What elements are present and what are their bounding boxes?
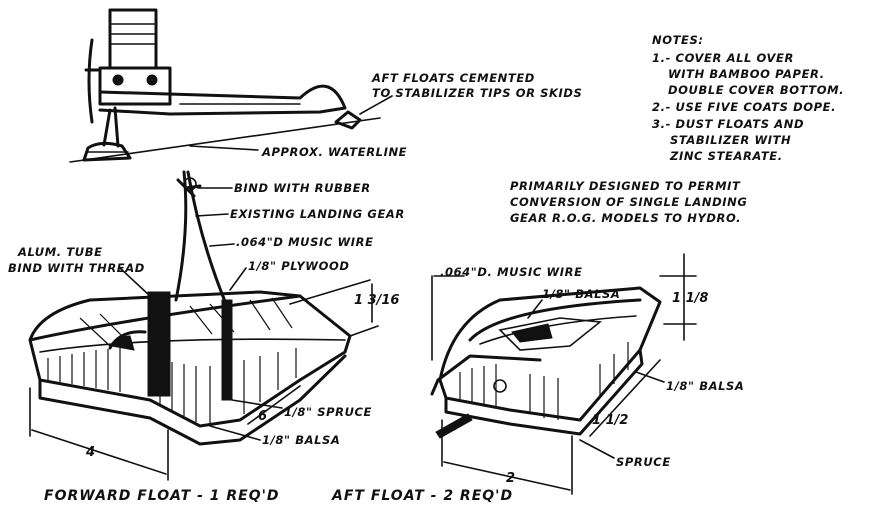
aft-length-dim: 2: [506, 471, 515, 486]
notes-block: NOTES: 1.- COVER ALL OVER WITH BAMBOO PA…: [652, 33, 844, 163]
landing-gear-wire: [174, 170, 188, 302]
purpose-line: PRIMARILY DESIGNED TO PERMIT: [510, 179, 741, 193]
notes-title: NOTES:: [652, 33, 704, 47]
engine-cylinder: [108, 8, 158, 70]
aft-spruce-label: SPRUCE: [616, 455, 671, 469]
aft-music-wire: [430, 354, 542, 396]
alum-tube-label-1: ALUM. TUBE: [17, 245, 103, 259]
plywood-label: 1/8" PLYWOOD: [248, 259, 349, 273]
aft-floats-label-1: AFT FLOATS CEMENTED: [371, 71, 535, 85]
aft-side-hatching: [459, 342, 629, 420]
float-side-hatching: [47, 348, 297, 424]
spruce-rod: [221, 299, 233, 401]
forward-height-dim: 1 3/16: [354, 293, 399, 308]
purpose-line: GEAR R.O.G. MODELS TO HYDRO.: [510, 211, 741, 225]
aft-height-dim: 1 1/8: [672, 291, 708, 306]
aft-float-body: [438, 286, 662, 422]
balsa-label: 1/8" BALSA: [262, 433, 340, 447]
alum-tube-label-2: BIND WITH THREAD: [8, 261, 145, 275]
forward-width-dim: 6: [258, 409, 267, 424]
forward-float-drawing: [28, 170, 352, 446]
note-line: WITH BAMBOO PAPER.: [668, 67, 825, 81]
note-line: 2.- USE FIVE COATS DOPE.: [652, 100, 836, 114]
forward-float-small: [82, 141, 132, 162]
note-line: 3.- DUST FLOATS AND: [652, 117, 804, 131]
note-line: ZINC STEARATE.: [669, 149, 783, 163]
spruce-label: 1/8" SPRUCE: [284, 405, 372, 419]
waterline: [69, 117, 381, 163]
purpose-line: CONVERSION OF SINGLE LANDING: [510, 195, 747, 209]
alum-tube: [147, 291, 171, 397]
aft-music-wire-label: .064"D. MUSIC WIRE: [440, 265, 583, 279]
deck-hatching: [79, 297, 293, 347]
purpose-block: PRIMARILY DESIGNED TO PERMIT CONVERSION …: [510, 179, 747, 225]
aft-float-caption: AFT FLOAT - 2 REQ'D: [331, 488, 513, 504]
bind-rubber-label: BIND WITH RUBBER: [234, 181, 371, 195]
forward-float-body: [28, 290, 352, 428]
aft-float-small: [334, 110, 362, 130]
landing-gear-label: EXISTING LANDING GEAR: [230, 207, 405, 221]
waterline-label: APPROX. WATERLINE: [261, 145, 407, 159]
aft-width-dim: 1 1/2: [592, 413, 628, 428]
aft-balsa-top-label: 1/8" BALSA: [542, 287, 620, 301]
propeller: [84, 38, 100, 124]
aft-spruce-spar: [435, 413, 473, 439]
aft-float-drawing: [430, 286, 662, 439]
forward-float-caption: FORWARD FLOAT - 1 REQ'D: [44, 488, 280, 504]
music-wire-label: .064"D MUSIC WIRE: [236, 235, 374, 249]
aft-balsa-side-label: 1/8" BALSA: [666, 379, 744, 393]
fuselage: [98, 84, 347, 116]
note-line: DOUBLE COVER BOTTOM.: [668, 83, 844, 97]
note-line: 1.- COVER ALL OVER: [652, 51, 794, 65]
aft-floats-label-2: TO STABILIZER TIPS OR SKIDS: [372, 86, 582, 100]
seaplane-sketch: [69, 8, 393, 163]
note-line: STABILIZER WITH: [670, 133, 791, 147]
forward-length-dim: 4: [85, 445, 95, 460]
